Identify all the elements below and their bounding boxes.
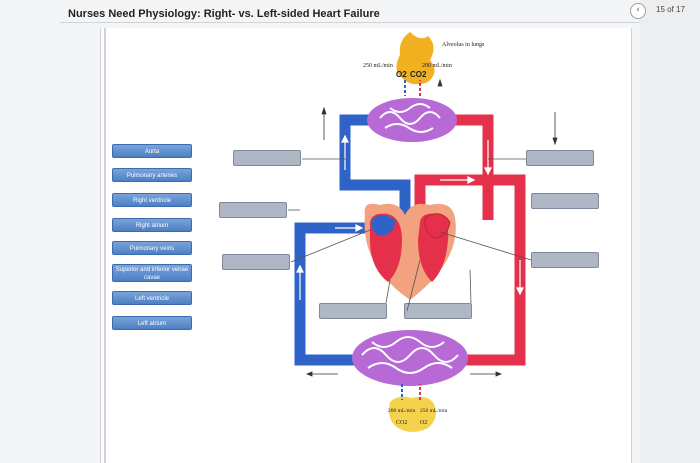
o2-label: O2 [396, 70, 407, 79]
lung-capillary-bed [367, 98, 457, 142]
label-chip-pulmonary-veins[interactable]: Pulmonary veins [112, 241, 192, 255]
label-chip-aorta[interactable]: Aorta [112, 144, 192, 158]
drop-target-8[interactable] [404, 303, 472, 319]
label-bank-divider [104, 28, 106, 463]
label-chip-right-ventricle[interactable]: Right ventricle [112, 193, 192, 207]
drop-target-5[interactable] [526, 150, 594, 166]
label-chip-pulmonary-arteries[interactable]: Pulmonary arteries [112, 168, 192, 182]
venae-cavae-path [294, 222, 365, 366]
bottom-o2-label: O2 [420, 420, 427, 426]
drop-target-3[interactable] [222, 254, 290, 270]
drop-target-1[interactable] [233, 150, 301, 166]
label-chip-left-ventricle[interactable]: Left ventricle [112, 291, 192, 305]
label-chip-venae-cavae[interactable]: Superior and inferior venae cavae [112, 264, 192, 282]
right-atrium-chamber [371, 215, 395, 236]
page-title: Nurses Need Physiology: Right- vs. Left-… [68, 8, 380, 20]
right-panel [640, 0, 700, 463]
tissue-cells-bottom [389, 396, 436, 432]
page-counter: 15 of 17 [656, 5, 685, 14]
left-atrium-chamber [424, 213, 451, 239]
drop-target-6[interactable] [531, 193, 599, 209]
header-divider [60, 22, 640, 23]
bottom-co2-label: CO2 [396, 420, 407, 426]
pointer-lines [288, 158, 532, 312]
label-chip-right-atrium[interactable]: Right atrium [112, 218, 192, 232]
pulmonary-vein-path [452, 114, 494, 220]
pulmonary-artery-path [339, 114, 411, 230]
aorta-path [414, 174, 526, 366]
back-icon[interactable]: ‹ [630, 3, 646, 19]
alveolus-label: Alveolus in lungs [442, 42, 485, 48]
label-chip-left-atrium[interactable]: Left atrium [112, 316, 192, 330]
bottom-right-rate: 250 mL/min [420, 408, 448, 414]
bottom-left-rate: 200 mL/min [388, 408, 416, 414]
drop-target-2[interactable] [219, 202, 287, 218]
co2-label: CO2 [410, 70, 427, 79]
lung-capillary-network [379, 103, 441, 133]
body-capillary-network [361, 336, 459, 374]
body-capillary-bed [352, 330, 468, 386]
drop-target-7[interactable] [531, 252, 599, 268]
alveolus-top [396, 32, 435, 85]
drop-target-4[interactable] [319, 303, 387, 319]
flow-arrows [296, 134, 524, 300]
top-left-rate: 250 mL/min [363, 63, 393, 69]
top-right-rate: 200 mL/min [422, 63, 452, 69]
direction-markers [305, 78, 558, 377]
